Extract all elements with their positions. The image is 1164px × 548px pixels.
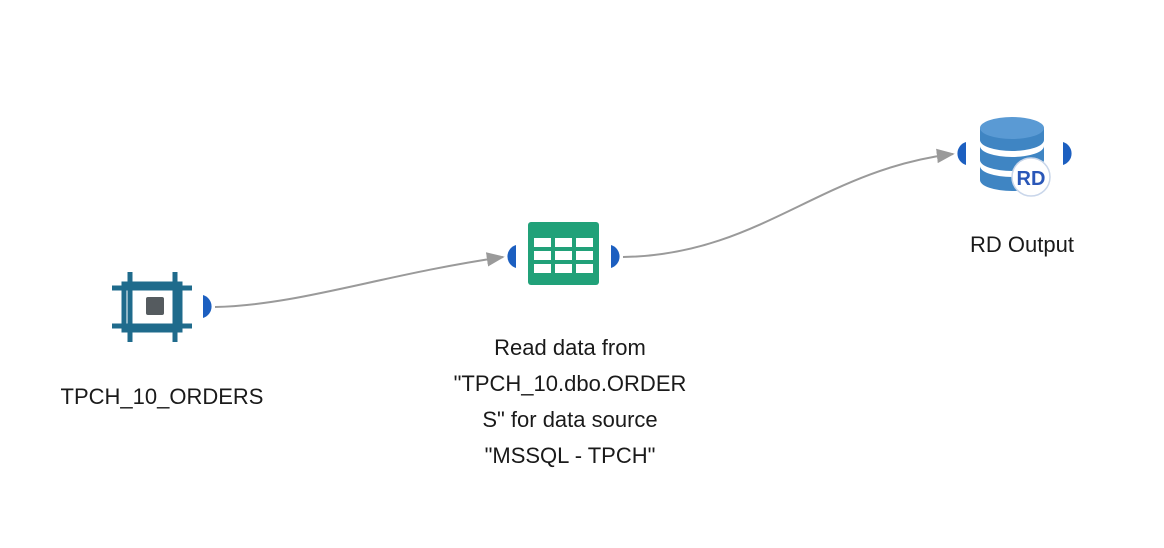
output-input-port[interactable] — [957, 142, 966, 165]
table-grid-icon[interactable] — [528, 222, 599, 285]
read-node-label-line: S" for data source — [482, 407, 658, 432]
output-node-label-line: RD Output — [970, 232, 1074, 257]
output-output-port[interactable] — [1063, 142, 1072, 165]
read-input-port[interactable] — [507, 245, 516, 268]
read-output-port[interactable] — [611, 245, 620, 268]
source-node-label: TPCH_10_ORDERS — [36, 379, 288, 415]
read-node-label-line: Read data from — [494, 335, 646, 360]
connection-source-to-read[interactable] — [214, 252, 505, 308]
read-node-label: Read data from "TPCH_10.dbo.ORDER S" for… — [420, 330, 720, 474]
database-rd-icon[interactable]: RD — [980, 117, 1051, 197]
output-node-label: RD Output — [920, 227, 1124, 263]
source-output-port[interactable] — [203, 295, 212, 318]
read-node-label-line: "MSSQL - TPCH" — [484, 443, 656, 468]
rd-badge-text: RD — [1017, 168, 1046, 190]
connection-read-to-output[interactable] — [622, 148, 955, 258]
source-table-icon[interactable] — [112, 272, 192, 342]
read-node-label-line: "TPCH_10.dbo.ORDER — [453, 371, 687, 396]
source-node-label-line: TPCH_10_ORDERS — [60, 384, 264, 409]
